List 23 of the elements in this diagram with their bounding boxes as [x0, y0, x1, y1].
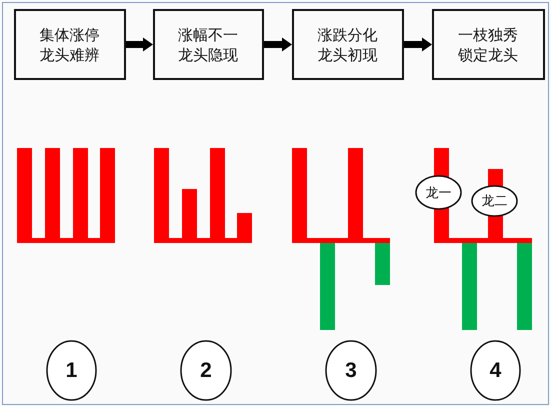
step-label: 涨幅不一龙头隐现	[178, 24, 239, 64]
step-number: 1	[66, 358, 78, 382]
ellipse-label: 龙二	[482, 193, 508, 210]
step-number: 2	[200, 358, 212, 382]
process-box	[432, 9, 545, 80]
label-ellipse	[471, 185, 518, 217]
step-label: 涨跌分化龙头初现	[317, 24, 378, 64]
step-number: 4	[490, 358, 502, 382]
step-circle	[46, 340, 97, 401]
step-circle	[325, 340, 377, 401]
step-label: 集体涨停龙头难辨	[39, 24, 100, 64]
ellipse-label: 龙一	[426, 184, 452, 202]
process-box	[153, 9, 264, 80]
step-label: 一枝独秀锁定龙头	[458, 24, 519, 64]
step-circle	[180, 340, 232, 401]
process-box	[14, 9, 126, 80]
step-number: 3	[345, 358, 357, 382]
arrow	[126, 38, 153, 52]
label-ellipse	[415, 175, 462, 210]
process-box	[292, 9, 404, 80]
step-circle	[470, 340, 521, 401]
arrow	[264, 38, 292, 52]
arrow	[404, 38, 432, 52]
